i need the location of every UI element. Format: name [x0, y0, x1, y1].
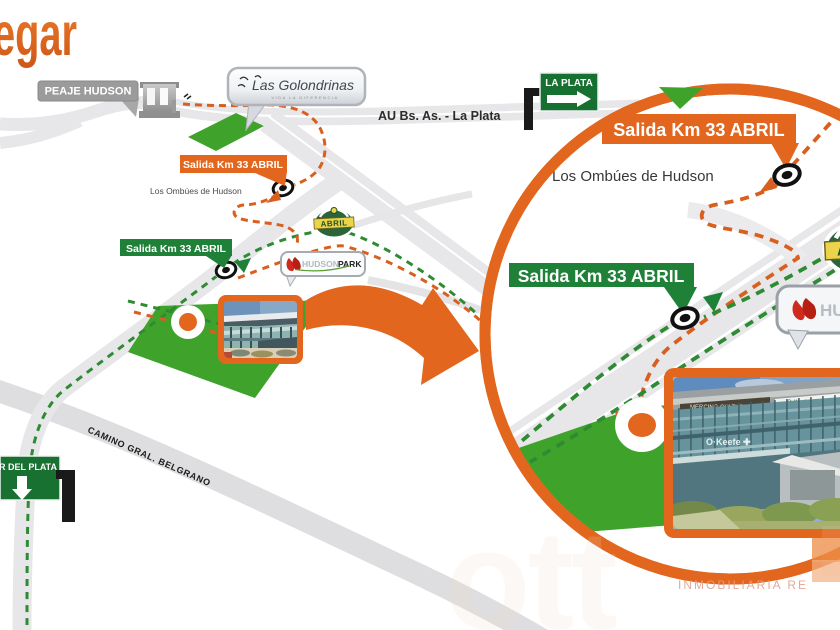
svg-text:LA PLATA: LA PLATA: [545, 78, 593, 89]
svg-text:Los Ombúes de Hudson: Los Ombúes de Hudson: [552, 168, 714, 185]
svg-text:HUD: HUD: [820, 301, 840, 320]
svg-text:INMOBILIARIA RE: INMOBILIARIA RE: [678, 578, 808, 592]
svg-text:VIDA LA DIFERENCIA: VIDA LA DIFERENCIA: [271, 95, 338, 100]
svg-text:ott: ott: [445, 501, 616, 630]
svg-text:Las Golondrinas: Las Golondrinas: [252, 77, 354, 93]
svg-text:O·Keefe ✚: O·Keefe ✚: [706, 437, 751, 447]
svg-text:PEAJE HUDSON: PEAJE HUDSON: [45, 86, 132, 98]
svg-text:egar: egar: [0, 0, 77, 68]
svg-text:Los Ombúes de Hudson: Los Ombúes de Hudson: [150, 186, 242, 196]
svg-text:Salida Km 33 ABRIL: Salida Km 33 ABRIL: [518, 266, 685, 286]
svg-text:ABRIL: ABRIL: [320, 218, 347, 228]
svg-text:Salida Km 33 ABRIL: Salida Km 33 ABRIL: [126, 243, 227, 255]
svg-text:AU Bs. As. - La Plata: AU Bs. As. - La Plata: [378, 109, 502, 123]
svg-text:Salida Km 33 ABRIL: Salida Km 33 ABRIL: [613, 120, 784, 140]
svg-text:HUDSON: HUDSON: [302, 259, 339, 269]
svg-text:R DEL PLATA: R DEL PLATA: [0, 462, 57, 472]
svg-text:Salida Km 33 ABRIL: Salida Km 33 ABRIL: [183, 159, 284, 171]
svg-text:PARK: PARK: [338, 259, 362, 269]
svg-text:ABRIL: ABRIL: [836, 241, 840, 260]
